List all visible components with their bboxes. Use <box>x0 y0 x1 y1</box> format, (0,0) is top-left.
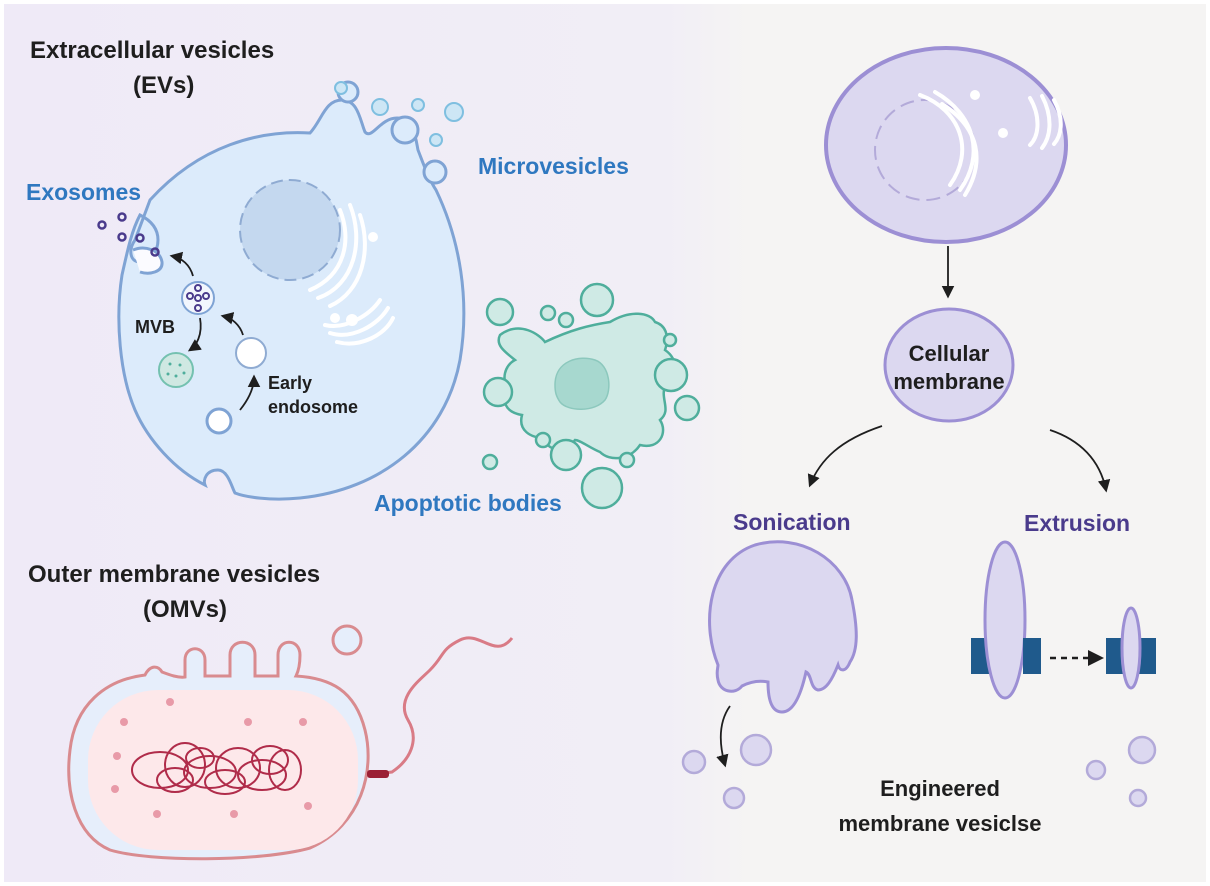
microvesicle <box>429 133 443 147</box>
flagellar-motor <box>367 770 389 778</box>
endocytosis-pocket <box>205 407 233 435</box>
source-cell <box>824 46 1068 244</box>
early-endosome <box>235 337 267 369</box>
arrow-to-extrusion <box>1049 429 1111 493</box>
bacterium <box>67 624 514 861</box>
label-early-endosome-line1: Early <box>268 373 312 393</box>
extruder-membrane-right <box>1023 638 1041 674</box>
ev-title-line2: (EVs) <box>133 72 194 99</box>
released-omv <box>331 624 363 656</box>
nucleus <box>239 179 341 281</box>
label-sonication: Sonication <box>733 509 851 535</box>
extrusion-product-vesicles <box>1085 735 1157 808</box>
arrow-endosome-to-mvb <box>220 312 244 336</box>
extrusion-apparatus <box>971 540 1156 700</box>
pathway-arrows <box>169 251 261 411</box>
label-exosomes: Exosomes <box>26 179 141 205</box>
label-apoptotic-bodies: Apoptotic bodies <box>374 490 562 516</box>
exosomes-group <box>97 212 160 257</box>
apoptotic-fragments <box>481 282 701 510</box>
arrow-mvb-to-exosome <box>169 251 194 277</box>
label-mvb: MVB <box>135 317 175 337</box>
arrow-to-sonication <box>807 425 883 488</box>
microvesicle <box>444 102 464 122</box>
source-cell-er <box>918 90 1008 197</box>
ev-panel: Extracellular vesicles (EVs) <box>26 37 701 516</box>
omv-panel: Outer membrane vesicles (OMVs) <box>28 561 514 861</box>
sonication-vesicle <box>708 540 858 714</box>
extrusion-vesicle-small <box>1120 606 1142 690</box>
source-cell-membrane <box>824 46 1068 244</box>
sonication-product-vesicles <box>681 733 773 810</box>
label-extrusion: Extrusion <box>1024 510 1130 536</box>
endoplasmic-reticulum <box>308 203 378 326</box>
microvesicle <box>411 98 425 112</box>
microvesicle <box>334 81 348 95</box>
label-early-endosome-line2: endosome <box>268 397 358 417</box>
lysosome-dots <box>166 362 186 378</box>
microvesicle-bud <box>390 115 420 145</box>
ribosomes <box>111 698 312 818</box>
arrow-endocytosis-to-endosome <box>239 374 261 411</box>
arrow-sonication-products <box>716 705 731 768</box>
ev-cell <box>97 80 466 501</box>
arrow-mvb-to-lysosome <box>187 317 202 352</box>
flagellum <box>367 636 514 777</box>
lysosome <box>158 352 194 388</box>
label-cellular-membrane-line2: membrane <box>893 369 1004 394</box>
apoptotic-nucleus <box>554 357 610 410</box>
omv-title-line2: (OMVs) <box>143 596 227 623</box>
extrusion-vesicle-large <box>983 540 1027 700</box>
extrusion-arrowhead <box>1088 650 1104 666</box>
label-microvesicles: Microvesicles <box>478 153 629 179</box>
mvb <box>181 281 215 315</box>
mvb-vesicles <box>186 284 210 312</box>
cellular-membrane-vesicle <box>883 307 1015 423</box>
label-engineered-line1: Engineered <box>880 776 1000 801</box>
microvesicle-bud <box>422 159 448 185</box>
ev-title-line1: Extracellular vesicles <box>30 37 274 64</box>
ev-cell-membrane <box>117 98 466 501</box>
apoptotic-body <box>481 282 701 510</box>
microvesicle <box>371 98 389 116</box>
dna-nucleoid <box>131 742 302 795</box>
source-cell-golgi <box>1028 94 1063 150</box>
label-engineered-line2: membrane vesiclse <box>838 811 1041 836</box>
golgi-apparatus <box>323 298 395 346</box>
omv-title-line1: Outer membrane vesicles <box>28 561 320 588</box>
engineered-panel: Cellular membrane Sonication Extrusion <box>681 46 1157 836</box>
label-cellular-membrane-line1: Cellular <box>909 341 990 366</box>
